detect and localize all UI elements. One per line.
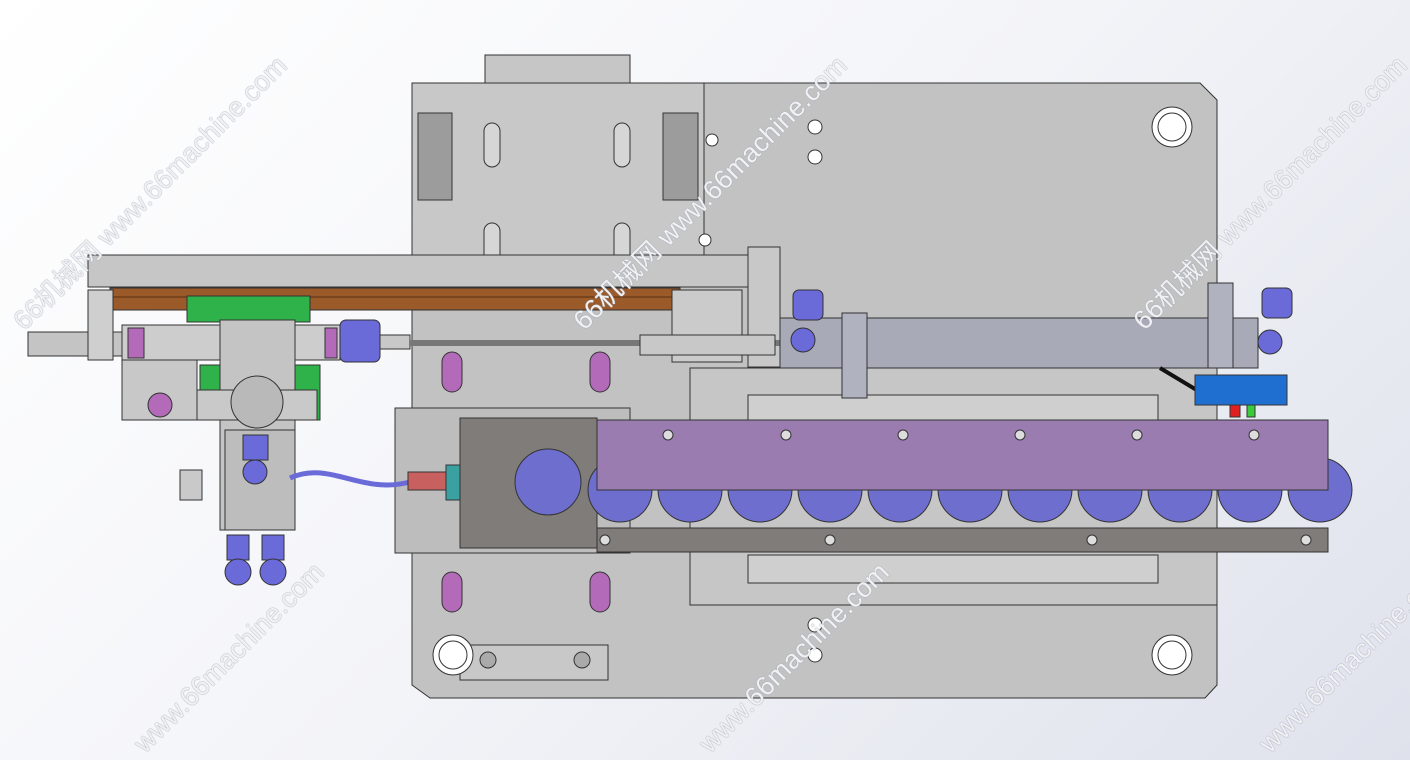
- purple-slot: [441, 351, 463, 393]
- purple-slot: [589, 571, 611, 613]
- bar-screw: [1131, 429, 1143, 441]
- conveyor-screws: [599, 429, 1312, 546]
- bar-screw: [897, 429, 909, 441]
- hole-inner: [438, 640, 468, 670]
- bar-screw: [780, 429, 792, 441]
- bar-screw: [662, 429, 674, 441]
- bar-screw: [1014, 429, 1026, 441]
- hole: [698, 233, 712, 247]
- valve-assembly: [27, 289, 461, 586]
- hole: [705, 133, 719, 147]
- hole: [807, 119, 823, 135]
- base-screw: [824, 534, 836, 546]
- hole: [807, 647, 823, 663]
- base-screw: [599, 534, 611, 546]
- hole: [807, 617, 823, 633]
- bar-screw: [1248, 429, 1260, 441]
- screw: [573, 651, 591, 669]
- hole-inner: [1157, 112, 1187, 142]
- hole-inner: [1157, 640, 1187, 670]
- base-screw: [1300, 534, 1312, 546]
- conveyor: [459, 417, 1353, 553]
- slot-hole: [483, 122, 501, 168]
- base-screw: [1086, 534, 1098, 546]
- purple-slot: [589, 351, 611, 393]
- mounting-holes: [233, 106, 1193, 676]
- hole: [807, 149, 823, 165]
- slot-hole: [613, 122, 631, 168]
- screw: [479, 651, 497, 669]
- base-plate: [394, 54, 1218, 699]
- pneumatic-cylinder: [410, 282, 1293, 418]
- purple-slot: [441, 571, 463, 613]
